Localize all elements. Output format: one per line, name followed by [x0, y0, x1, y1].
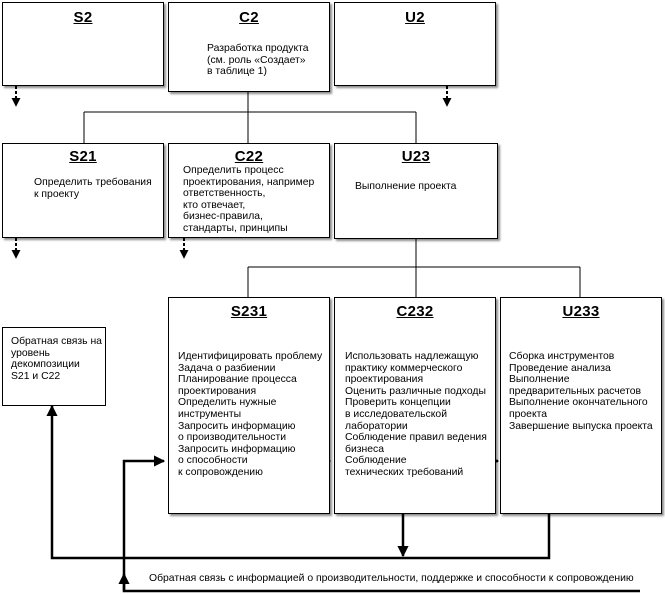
text-line: технических требований	[345, 466, 464, 478]
feedback-loop-lower	[122, 455, 640, 593]
box-u23: U23 Выполнение проекта	[334, 143, 498, 239]
text-line: Определить требования	[34, 177, 152, 188]
text-line: бизнес-правила,	[183, 211, 263, 223]
text-line: Запросить информацию	[178, 443, 296, 455]
box-code: C22	[234, 148, 264, 165]
feedback-loop-upper	[46, 404, 551, 560]
text-line: предварительных расчетов	[509, 385, 642, 397]
text-line: о способности	[178, 455, 248, 467]
text-line: проекта	[509, 408, 548, 420]
box-u2: U2	[334, 2, 496, 86]
text-line: Выполнение окончательного	[509, 397, 648, 409]
text-line: Разработка продукта	[207, 43, 309, 54]
box-code: S231	[230, 303, 268, 320]
text-line: Планирование процесса	[178, 374, 297, 386]
box-c22: C22 Определить процесс проектирования, н…	[168, 143, 330, 238]
text-line: S21 и C22	[11, 370, 61, 382]
box-text: Определить процесс проектирования, напри…	[183, 165, 314, 235]
text-line: стандарты, принципы	[183, 222, 288, 234]
box-text: Идентифицировать проблему Задача о разби…	[178, 351, 322, 479]
text-line: декомпозиции	[11, 359, 80, 371]
text-line: о производительности	[178, 432, 287, 444]
box-s231: S231 Идентифицировать проблему Задача о …	[168, 297, 330, 514]
bottom-feedback-note: Обратная связь с информацией о производи…	[149, 573, 634, 584]
box-text: Разработка продукта (см. роль «Создает» …	[207, 43, 309, 78]
text-line: уровень	[11, 347, 50, 359]
text-line: к проекту	[34, 188, 80, 200]
text-line: проектирования, например	[183, 176, 315, 188]
box-code: S21	[69, 148, 97, 165]
text-line: в таблице 1)	[207, 66, 267, 78]
box-text: Использовать надлежащую практику коммерч…	[345, 351, 487, 479]
tree-connector-row3	[247, 239, 581, 297]
box-text: Сборка инструментов Проведение анализа В…	[509, 351, 653, 432]
text-line: практику коммерческого	[345, 362, 463, 374]
text-line: Проведение анализа	[509, 362, 611, 374]
text-line: Проверить концепции	[345, 397, 451, 409]
box-s21: S21 Определить требования к проекту	[2, 143, 164, 238]
text-line: бизнеса	[345, 443, 385, 455]
text-line: в исследовательской	[345, 408, 448, 420]
box-text: Определить требования к проекту	[34, 177, 152, 200]
text-line: Выполнение проекта	[355, 181, 457, 192]
text-line: (см. роль «Создает»	[207, 54, 306, 66]
text-line: Использовать надлежащую	[345, 351, 479, 362]
text-line: Сборка инструментов	[509, 351, 615, 362]
box-c2: C2 Разработка продукта (см. роль «Создае…	[168, 2, 330, 92]
text-line: проектирования	[178, 385, 257, 397]
box-text: Выполнение проекта	[355, 181, 456, 193]
text-line: к сопровождению	[178, 466, 263, 478]
text-line: лаборатории	[345, 420, 408, 432]
text-line: Определить процесс	[183, 165, 284, 176]
tree-connector-row2	[83, 92, 417, 143]
text-line: ответственность,	[183, 188, 266, 200]
text-line: кто отвечает,	[183, 199, 246, 211]
box-text: Обратная связь на уровень декомпозиции S…	[11, 336, 102, 382]
text-line: Запросить информацию	[178, 420, 296, 432]
text-line: Оценить различные подходы	[345, 385, 486, 397]
text-line: Выполнение	[509, 374, 570, 386]
text-line: проектирования	[345, 374, 424, 386]
text-line: Обратная связь на	[11, 336, 102, 347]
text-line: инструменты	[178, 408, 242, 420]
box-code: C232	[396, 303, 434, 320]
box-code: S2	[73, 9, 93, 26]
text-line: Соблюдение	[345, 455, 407, 467]
box-code: U233	[562, 303, 600, 320]
text-line: Завершение выпуска проекта	[509, 420, 653, 432]
box-u233: U233 Сборка инструментов Проведение анал…	[500, 297, 662, 514]
box-code: C2	[239, 9, 259, 26]
box-s2: S2	[2, 2, 164, 86]
text-line: Определить нужные	[178, 397, 277, 409]
box-c232: C232 Использовать надлежащую практику ко…	[334, 297, 496, 514]
box-code: U23	[401, 148, 431, 165]
text-line: Задача о разбиении	[178, 362, 276, 374]
feedback-box: Обратная связь на уровень декомпозиции S…	[2, 327, 106, 406]
text-line: Идентифицировать проблему	[178, 351, 323, 362]
box-code: U2	[405, 9, 425, 26]
text-line: Соблюдение правил ведения	[345, 432, 487, 444]
